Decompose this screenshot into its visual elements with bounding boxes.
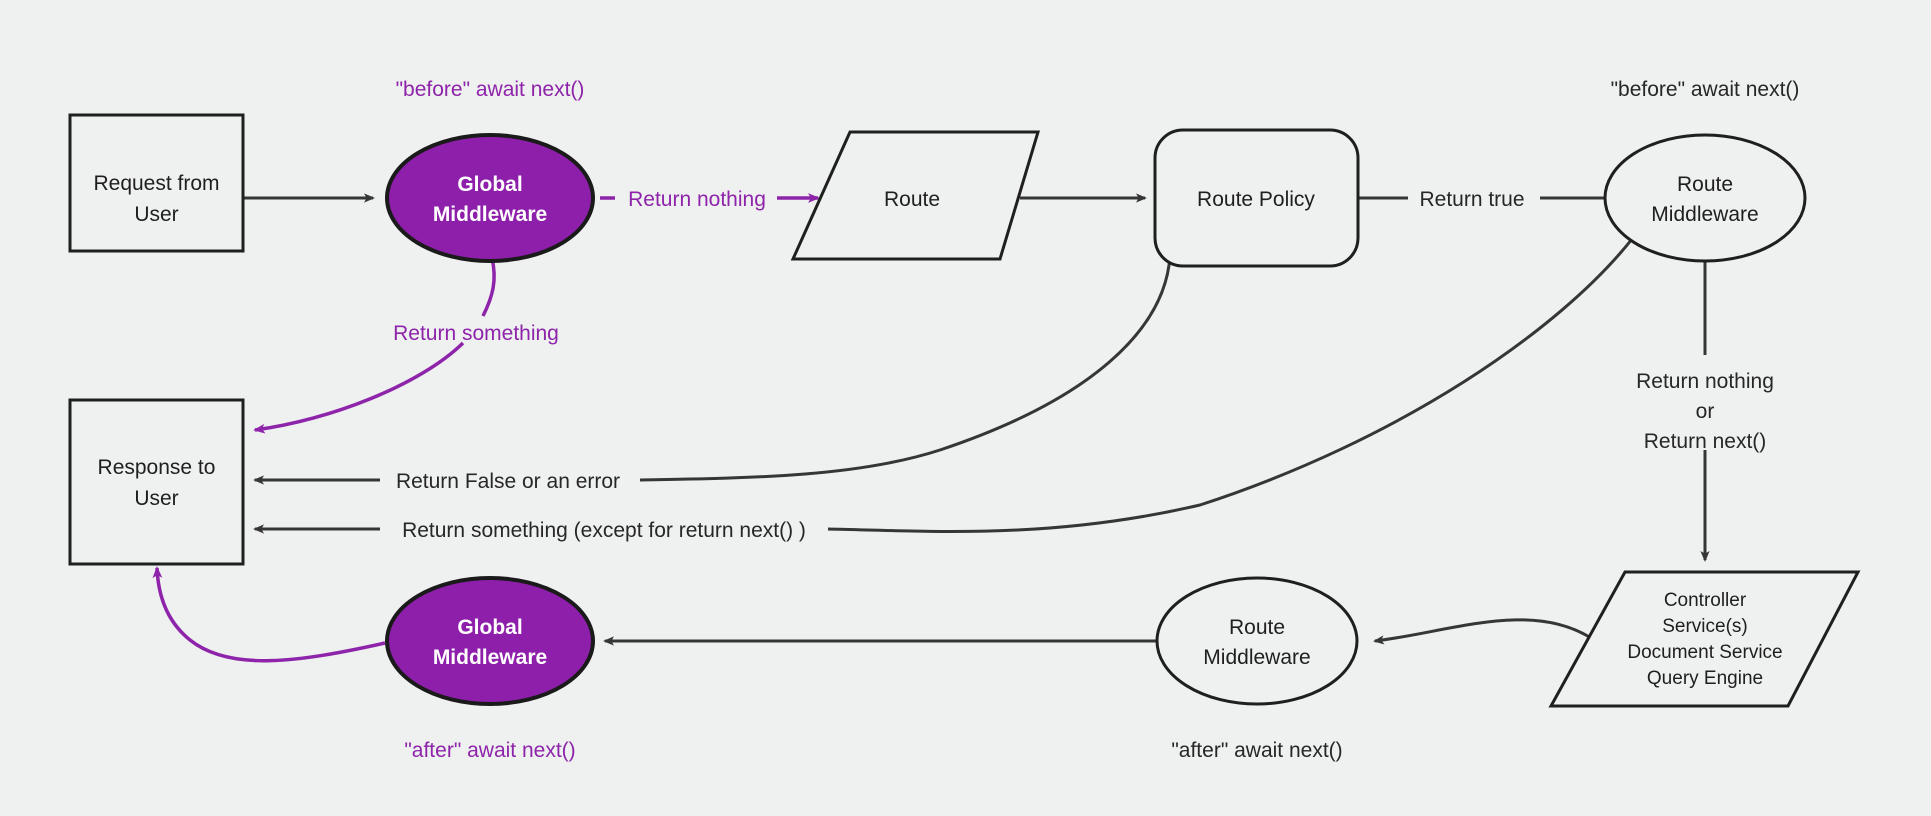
node-request-from-user-line1: Request from — [93, 172, 219, 195]
edge-label-return-something-except: Return something (except for return next… — [402, 519, 806, 542]
node-request-from-user-line2: User — [134, 203, 178, 226]
node-route[interactable]: Route — [790, 130, 1041, 261]
edge-return-something-to-response — [253, 341, 465, 434]
node-controller-services-line4: Query Engine — [1647, 668, 1763, 689]
node-route-middleware-top[interactable]: Route Middleware — [1603, 133, 1807, 263]
edge-label-return-nothing-or-line1: Return nothing — [1636, 370, 1774, 393]
annotation-after-await-next-route: "after" await next() — [1171, 739, 1342, 762]
node-route-middleware-bottom-line2: Middleware — [1203, 646, 1310, 669]
node-global-middleware-bottom[interactable]: Global Middleware — [385, 576, 595, 706]
annotation-before-await-next-route: "before" await next() — [1611, 78, 1800, 101]
edge-label-return-false-or-error: Return False or an error — [396, 470, 620, 493]
node-controller-services[interactable]: Controller Service(s) Document Service Q… — [1548, 570, 1861, 708]
node-global-middleware-bottom-line2: Middleware — [433, 646, 547, 669]
node-request-from-user[interactable]: Request from User — [68, 113, 245, 253]
edge-global-middleware-return-something-stub — [481, 257, 496, 317]
edge-route-middleware-to-return-something-label — [827, 238, 1634, 533]
node-route-middleware-top-line2: Middleware — [1651, 203, 1758, 226]
node-global-middleware-top-line1: Global — [457, 173, 522, 196]
node-controller-services-line1: Controller — [1664, 590, 1747, 611]
node-route-label: Route — [884, 188, 940, 211]
node-controller-services-line2: Service(s) — [1662, 616, 1748, 637]
edge-label-return-nothing: Return nothing — [628, 188, 766, 211]
node-route-middleware-bottom-line1: Route — [1229, 616, 1285, 639]
node-route-policy[interactable]: Route Policy — [1153, 128, 1360, 268]
node-response-to-user-line1: Response to — [98, 456, 216, 479]
node-route-middleware-top-line1: Route — [1677, 173, 1733, 196]
edge-label-return-nothing-or-line3: Return next() — [1644, 430, 1767, 453]
node-route-middleware-bottom[interactable]: Route Middleware — [1155, 576, 1359, 706]
edge-label-return-true: Return true — [1419, 188, 1524, 211]
node-global-middleware-top-line2: Middleware — [433, 203, 547, 226]
node-global-middleware-bottom-line1: Global — [457, 616, 522, 639]
node-controller-services-line3: Document Service — [1627, 642, 1782, 663]
edge-global-middleware-bottom-to-response — [152, 566, 386, 663]
edge-route-policy-to-return-false-label — [639, 255, 1172, 482]
node-response-to-user-line2: User — [134, 487, 178, 510]
edge-label-return-nothing-or-line2: or — [1696, 400, 1715, 423]
annotation-after-await-next-global: "after" await next() — [404, 739, 575, 762]
edge-controller-to-route-middleware-bottom — [1373, 618, 1592, 645]
node-global-middleware-top[interactable]: Global Middleware — [385, 133, 595, 263]
edge-label-return-something: Return something — [393, 322, 559, 345]
node-response-to-user[interactable]: Response to User — [68, 398, 245, 566]
annotation-before-await-next-global: "before" await next() — [396, 78, 585, 101]
node-route-policy-label: Route Policy — [1197, 188, 1315, 211]
